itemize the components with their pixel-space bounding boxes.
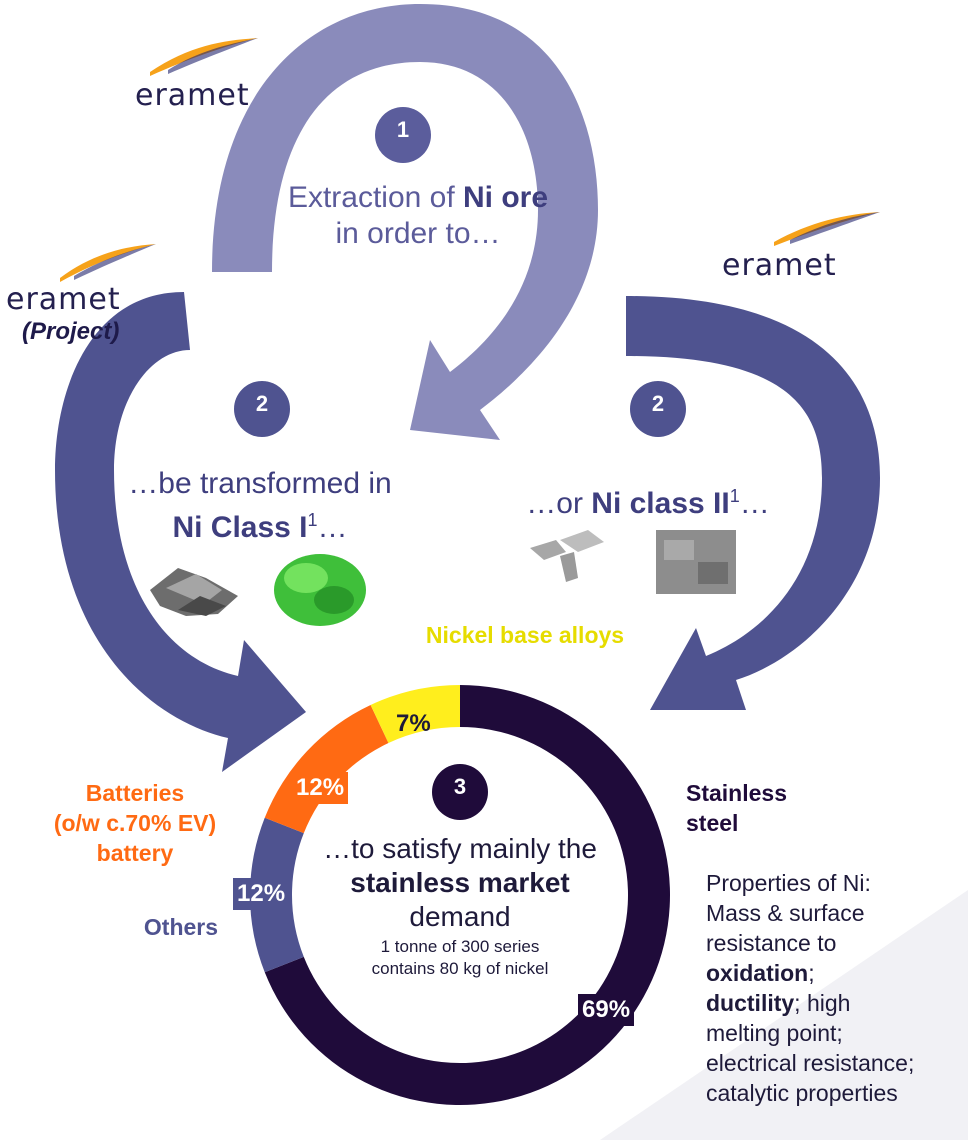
properties-line2: Mass & surface xyxy=(706,900,865,926)
properties-line8: catalytic properties xyxy=(706,1080,898,1106)
step-3-line1: …to satisfy mainly the xyxy=(323,833,597,864)
pct-label-nickel-alloys: 7% xyxy=(396,710,431,737)
step-2-right-bold: Ni class II xyxy=(591,487,730,520)
extraction-arrow xyxy=(212,4,598,440)
eramet-swoosh-right-blue xyxy=(790,212,880,244)
step-3-number: 3 xyxy=(453,774,467,799)
step-2-left-line1: …be transformed in xyxy=(128,467,392,500)
batteries-label-main: Batteries xyxy=(85,780,185,806)
step-2-right-sup: 1 xyxy=(729,486,740,506)
step-2-right-badge xyxy=(630,381,686,437)
step-3-line3: demand xyxy=(409,901,511,932)
eramet-logo-left: eramet xyxy=(6,282,121,317)
properties-line3: resistance to xyxy=(706,930,837,956)
step-2-left-number: 2 xyxy=(255,391,269,416)
step-3-note2: contains 80 kg of nickel xyxy=(371,959,549,978)
nickel-cathode-icon xyxy=(150,568,238,616)
class-one-arrow xyxy=(55,292,306,772)
step-2-right-text: …or Ni class II1… xyxy=(488,478,808,522)
properties-line6: melting point; xyxy=(706,1020,843,1046)
eramet-logo-top: eramet xyxy=(135,78,250,113)
step-3-note1: 1 tonne of 300 series xyxy=(380,937,540,956)
properties-ductility: ductility xyxy=(706,990,795,1016)
step-2-left-post: … xyxy=(317,511,348,544)
pct-label-others: 12% xyxy=(233,878,290,910)
properties-line1: Properties of Ni: xyxy=(706,870,871,896)
step-1-line2: in order to… xyxy=(335,217,501,250)
batteries-label: Batteries (o/w c.70% EV) battery xyxy=(40,778,230,868)
step-3-text: …to satisfy mainly the stainless market … xyxy=(290,832,630,980)
step-2-right-number: 2 xyxy=(651,391,665,416)
class-two-arrow xyxy=(626,296,880,710)
step-1-text: Extraction of Ni ore in order to… xyxy=(258,180,578,252)
stainless-label: Stainless steel xyxy=(686,780,787,836)
batteries-label-sub2: battery xyxy=(96,840,174,866)
ferronickel-granules-icon xyxy=(530,530,604,582)
step-2-right-pre: …or xyxy=(526,487,592,520)
properties-oxidation: oxidation xyxy=(706,960,809,986)
nickel-alloys-label: Nickel base alloys xyxy=(425,622,625,648)
step-1-line1-bold: Ni ore xyxy=(463,181,549,214)
step-3-badge xyxy=(432,764,488,820)
others-label: Others xyxy=(143,914,219,940)
properties-line4-post: ; xyxy=(808,960,815,986)
step-3-line2: stainless market xyxy=(350,867,570,898)
step-2-left-bold: Ni Class I xyxy=(172,511,308,544)
properties-list: Properties of Ni: Mass & surface resista… xyxy=(706,868,968,1108)
step-1-line1-pre: Extraction of xyxy=(287,181,464,214)
nickel-sulphate-icon xyxy=(274,554,366,626)
step-2-left-badge xyxy=(234,381,290,437)
batteries-label-sub: (o/w c.70% EV) xyxy=(53,810,217,836)
step-1-number: 1 xyxy=(396,117,410,142)
eramet-logo-right: eramet xyxy=(722,248,837,283)
project-note: (Project) xyxy=(22,318,120,345)
donut-slice-nickel-base-alloys xyxy=(370,685,460,743)
properties-line5-post: ; high xyxy=(794,990,851,1016)
step-1-badge xyxy=(375,107,431,163)
step-2-left-sup: 1 xyxy=(307,510,318,530)
nickel-pig-iron-icon xyxy=(656,530,736,594)
step-2-left-text: …be transformed in Ni Class I1… xyxy=(100,466,420,546)
pct-label-batteries: 12% xyxy=(292,772,349,804)
corner-shading xyxy=(600,890,968,1140)
properties-line7: electrical resistance; xyxy=(706,1050,915,1076)
step-2-right-post: … xyxy=(739,487,770,520)
pct-label-stainless: 69% xyxy=(578,994,635,1026)
